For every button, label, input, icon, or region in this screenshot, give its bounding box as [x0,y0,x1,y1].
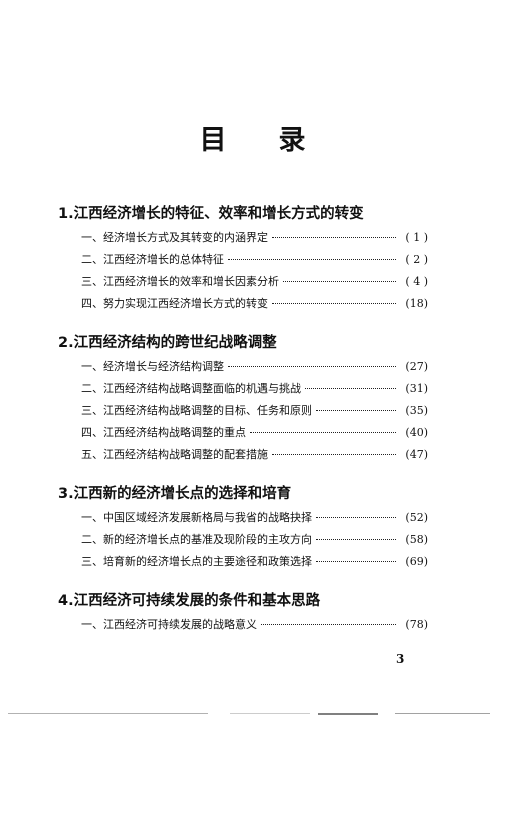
chapter-title: 3.江西新的经济增长点的选择和培育 [58,486,292,502]
table-of-contents: 1.江西经济增长的特征、效率和增长方式的转变一、经济增长方式及其转变的内涵界定 (… [58,203,428,653]
entry-page-number: (35) [405,404,428,417]
toc-entry: 四、努力实现江西经济增长方式的转变 (18) [58,293,428,315]
page-title: 目录 [0,118,505,157]
scan-edge-line [318,713,378,715]
scan-edge-line [395,713,490,714]
chapter-title: 1.江西经济增长的特征、效率和增长方式的转变 [58,206,364,222]
entry-page-number: (47) [405,448,428,461]
entry-page-number: ( 1 ) [405,231,428,244]
entry-text: 一、经济增长与经济结构调整 [81,360,224,373]
dot-leader [228,259,396,260]
entry-text: 四、江西经济结构战略调整的重点 [81,426,246,439]
dot-leader [305,388,396,389]
entry-text: 三、培育新的经济增长点的主要途径和政策选择 [81,555,312,568]
dot-leader [272,454,396,455]
dot-leader [261,624,396,625]
dot-leader [316,410,396,411]
entry-page-number: (27) [405,360,428,373]
toc-entry: 一、中国区域经济发展新格局与我省的战略抉择 (52) [58,507,428,529]
toc-entry: 二、江西经济增长的总体特征 ( 2 ) [58,249,428,271]
toc-chapter: 4.江西经济可持续发展的条件和基本思路一、江西经济可持续发展的战略意义 (78) [58,590,428,636]
page-number: 3 [396,652,405,666]
scan-edge-line [8,713,208,714]
toc-entry: 五、江西经济结构战略调整的配套措施 (47) [58,444,428,466]
entry-page-number: (69) [405,555,428,568]
chapter-title: 4.江西经济可持续发展的条件和基本思路 [58,593,321,609]
toc-entry: 三、江西经济增长的效率和增长因素分析 ( 4 ) [58,271,428,293]
toc-entry: 三、培育新的经济增长点的主要途径和政策选择 (69) [58,551,428,573]
entry-text: 二、江西经济增长的总体特征 [81,253,224,266]
entry-text: 四、努力实现江西经济增长方式的转变 [81,297,268,310]
dot-leader [316,561,396,562]
toc-entry: 二、新的经济增长点的基准及现阶段的主攻方向 (58) [58,529,428,551]
toc-entry: 三、江西经济结构战略调整的目标、任务和原则 (35) [58,400,428,422]
entry-text: 三、江西经济结构战略调整的目标、任务和原则 [81,404,312,417]
dot-leader [316,539,396,540]
toc-entry: 一、经济增长方式及其转变的内涵界定 ( 1 ) [58,227,428,249]
toc-entry: 一、江西经济可持续发展的战略意义 (78) [58,614,428,636]
dot-leader [228,366,396,367]
dot-leader [316,517,396,518]
entry-page-number: (58) [405,533,428,546]
dot-leader [272,303,396,304]
title-char-2: 录 [278,125,306,156]
toc-chapter: 3.江西新的经济增长点的选择和培育一、中国区域经济发展新格局与我省的战略抉择 (5… [58,483,428,573]
chapter-title: 2.江西经济结构的跨世纪战略调整 [58,335,277,351]
entry-text: 二、江西经济结构战略调整面临的机遇与挑战 [81,382,301,395]
entry-text: 二、新的经济增长点的基准及现阶段的主攻方向 [81,533,312,546]
scan-edge-line [230,713,310,714]
dot-leader [272,237,396,238]
entry-text: 一、中国区域经济发展新格局与我省的战略抉择 [81,511,312,524]
dot-leader [283,281,396,282]
toc-entry: 二、江西经济结构战略调整面临的机遇与挑战 (31) [58,378,428,400]
entry-text: 一、江西经济可持续发展的战略意义 [81,618,257,631]
title-char-1: 目 [199,125,227,156]
dot-leader [250,432,396,433]
entry-page-number: (40) [405,426,428,439]
entry-text: 五、江西经济结构战略调整的配套措施 [81,448,268,461]
entry-text: 三、江西经济增长的效率和增长因素分析 [81,275,279,288]
entry-text: 一、经济增长方式及其转变的内涵界定 [81,231,268,244]
toc-chapter: 2.江西经济结构的跨世纪战略调整一、经济增长与经济结构调整 (27) 二、江西经济结… [58,332,428,466]
entry-page-number: (78) [405,618,428,631]
entry-page-number: (18) [405,297,428,310]
entry-page-number: ( 2 ) [405,253,428,266]
toc-chapter: 1.江西经济增长的特征、效率和增长方式的转变一、经济增长方式及其转变的内涵界定 (… [58,203,428,315]
toc-entry: 一、经济增长与经济结构调整 (27) [58,356,428,378]
toc-entry: 四、江西经济结构战略调整的重点 (40) [58,422,428,444]
entry-page-number: (52) [405,511,428,524]
entry-page-number: (31) [405,382,428,395]
entry-page-number: ( 4 ) [405,275,428,288]
